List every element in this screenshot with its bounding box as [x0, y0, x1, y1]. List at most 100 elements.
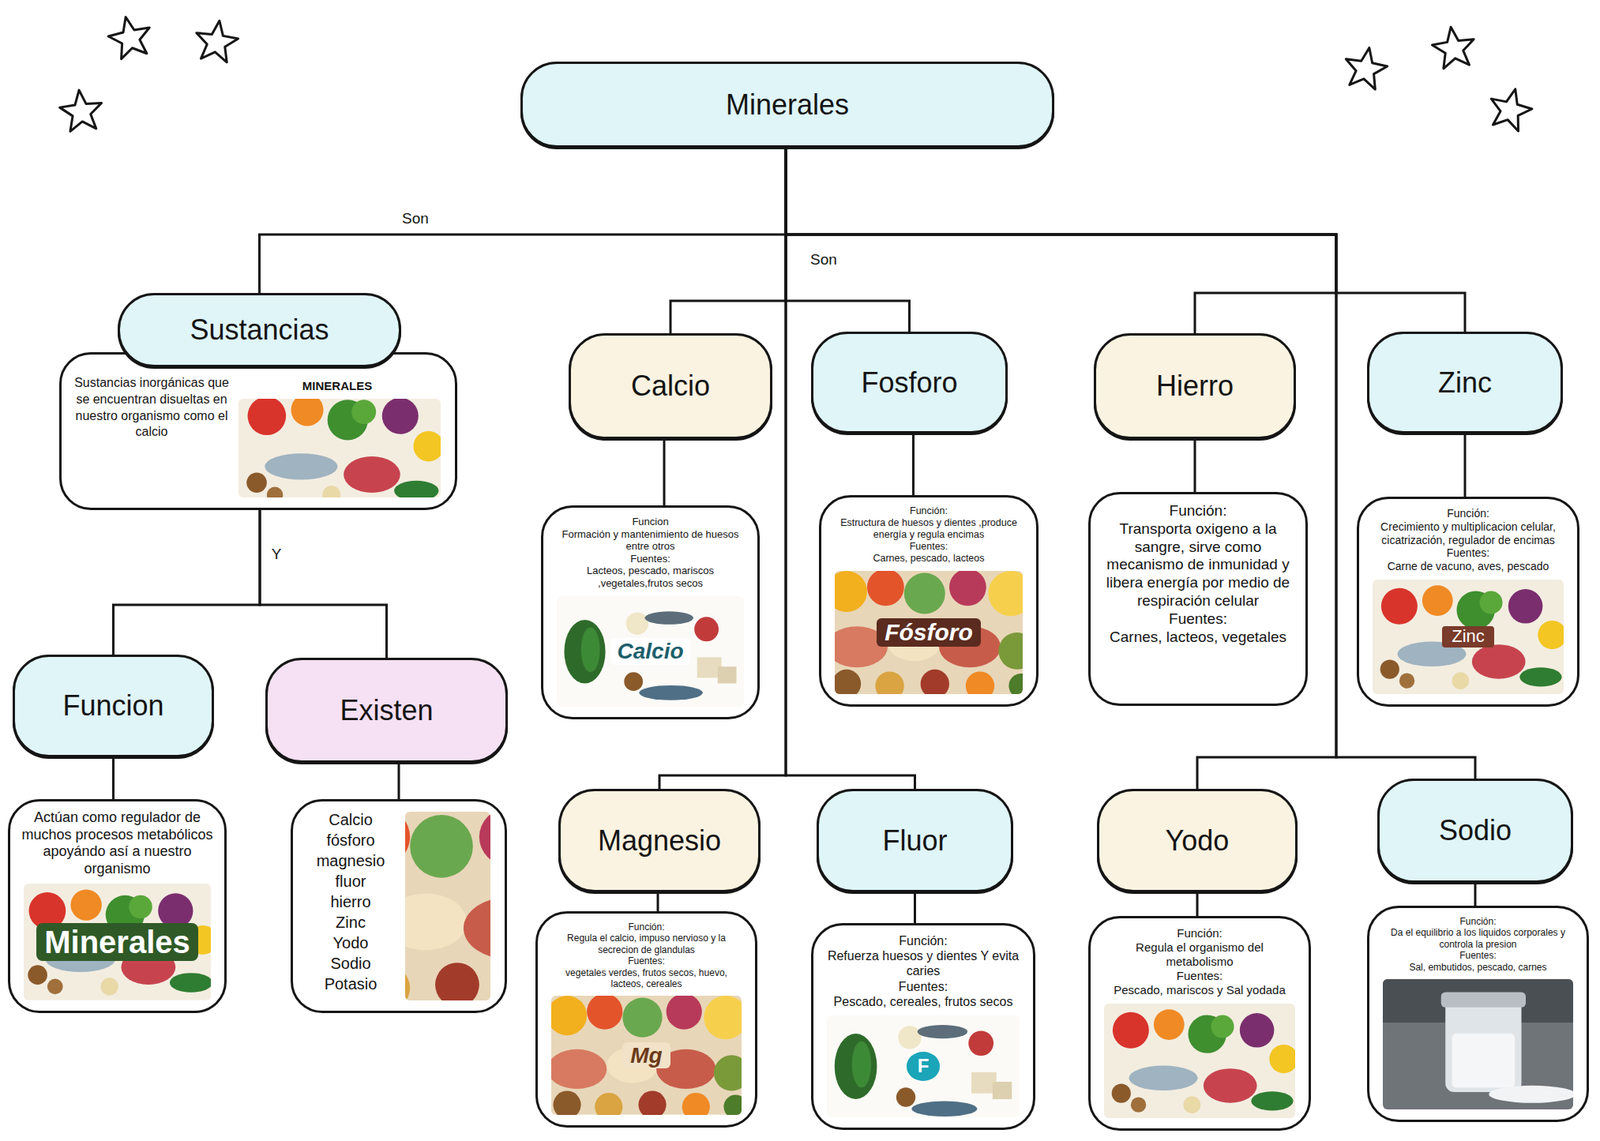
body-text: Sustancias inorgánicas que se encuentran… — [72, 375, 231, 441]
body-text: Función: — [909, 505, 948, 518]
info-box: Función:Regula el organismo del metaboli… — [1088, 916, 1311, 1131]
connector — [1474, 882, 1477, 908]
info-box: Función:Da el equilibrio a los liquidos … — [1367, 905, 1589, 1123]
image-caption: Zinc — [1442, 626, 1495, 647]
body-text: Estructura de huesos y dientes ,produce … — [832, 517, 1026, 541]
info-box: FuncionFormación y mantenimiento de hues… — [540, 505, 760, 720]
body-text: Fuentes: — [1168, 610, 1228, 629]
node-title: Hierro — [1156, 370, 1234, 402]
title-pill: Funcion — [12, 654, 215, 758]
connector — [1464, 432, 1467, 499]
info-box: Función:Crecimiento y multiplicacion cel… — [1356, 496, 1580, 707]
connector — [785, 146, 1337, 791]
title-pill: Fosforo — [811, 331, 1008, 434]
image-caption: Mg — [622, 1042, 670, 1070]
title-pill: Zinc — [1367, 331, 1563, 434]
star — [58, 87, 105, 132]
connector — [1196, 891, 1199, 918]
info-box: Función:Refuerza huesos y dientes Y evit… — [811, 923, 1036, 1131]
image-caption: F — [906, 1051, 941, 1082]
body-text: Fuentes: — [630, 552, 671, 566]
node-title: Fosforo — [860, 367, 958, 399]
image-caption: Calcio — [610, 638, 690, 665]
connector — [785, 146, 1337, 335]
connector — [785, 146, 1476, 781]
connector — [398, 762, 401, 801]
body-text: Pescado, cereales, frutos secos — [833, 994, 1014, 1010]
connector — [259, 146, 787, 295]
node-title: Calcio — [630, 370, 710, 402]
connector — [663, 438, 666, 508]
connector — [113, 509, 261, 657]
info-box: Función:Regula el calcio, impuso nervios… — [535, 911, 758, 1128]
body-text: Función: — [627, 921, 665, 933]
body-text: Fuentes: — [898, 979, 948, 995]
body-text: Función: — [1169, 502, 1228, 521]
node-title: Zinc — [1438, 367, 1492, 399]
connector-label: Son — [398, 210, 432, 229]
connector — [785, 146, 910, 334]
connector-label: Y — [268, 545, 286, 564]
connector — [785, 146, 1465, 334]
info-box: Función:Estructura de huesos y dientes ,… — [818, 495, 1039, 707]
body-text: Fuentes: — [1459, 950, 1497, 962]
star — [1341, 44, 1390, 91]
title-pill: Sustancias — [117, 292, 402, 368]
info-box: Calcio fósforo magnesio fluor hierro Zin… — [290, 799, 508, 1014]
title-pill: Existen — [265, 657, 508, 763]
body-text: Funcion — [631, 515, 669, 529]
body-text: Fuentes: — [909, 540, 949, 553]
info-box: Actúan como regulador de muchos procesos… — [7, 799, 227, 1014]
body-text: Crecimiento y multiplicacion celular, ci… — [1370, 520, 1567, 548]
body-text: Formación y mantenimiento de huesos entr… — [554, 528, 747, 553]
title-pill: Yodo — [1096, 788, 1298, 893]
info-box: Sustancias inorgánicas que se encuentran… — [59, 352, 458, 511]
image-caption: Fósforo — [876, 618, 981, 647]
node-title: Yodo — [1165, 825, 1230, 857]
food-illustration — [1104, 1003, 1296, 1119]
body-text: Fuentes: — [1446, 546, 1490, 560]
body-text: Función: — [1176, 926, 1223, 941]
node-title: Funcion — [62, 690, 164, 722]
node-title: Minerales — [725, 89, 849, 121]
node-title: Sodio — [1438, 815, 1512, 847]
connector — [112, 756, 115, 801]
body-text: Fuentes: — [1176, 969, 1223, 984]
image-caption: Minerales — [36, 923, 199, 962]
star — [1485, 83, 1537, 133]
body-text: Pescado, mariscos y Sal yodada — [1113, 983, 1286, 998]
connector — [912, 432, 915, 497]
node-title: Sustancias — [189, 314, 329, 346]
text-column: Calcio fósforo magnesio fluor hierro Zin… — [304, 809, 398, 1002]
title-pill: Sodio — [1377, 778, 1574, 883]
title-pill: Calcio — [568, 333, 773, 440]
title-pill: Hierro — [1093, 333, 1296, 440]
body-text: Carne de vacuno, aves, pescado — [1387, 559, 1550, 574]
star — [1430, 24, 1478, 71]
body-text: Refuerza huesos y dientes Y evita caries — [824, 948, 1022, 979]
body-text: Regula el calcio, impuso nervioso y la s… — [548, 932, 744, 956]
body-text: Transporta oxigeno a la sangre, sirve co… — [1101, 520, 1295, 611]
title-pill: Magnesio — [558, 788, 761, 893]
food-illustration — [238, 398, 441, 499]
body-text: Actúan como regulador de muchos procesos… — [21, 809, 214, 878]
title-pill: Minerales — [520, 61, 1055, 148]
body-text: Función: — [1446, 507, 1490, 521]
star — [105, 12, 155, 61]
body-text: Calcio fósforo magnesio fluor hierro Zin… — [316, 809, 386, 995]
food-illustration — [405, 811, 491, 1001]
info-box: Función:Transporta oxigeno a la sangre, … — [1088, 492, 1308, 707]
node-title: Magnesio — [597, 825, 722, 857]
body-text: Regula el organismo del metabolismo — [1101, 940, 1298, 970]
salt-illustration — [1382, 979, 1574, 1110]
text-column: Sustancias inorgánicas que se encuentran… — [72, 375, 231, 499]
connector — [657, 891, 660, 913]
body-text: Función: — [1459, 916, 1496, 928]
body-text: Sal, embutidos, pescado, carnes — [1408, 961, 1547, 973]
body-text: Carnes, pescado, lacteos — [872, 552, 985, 565]
node-title: Fluor — [882, 825, 947, 857]
body-text: Da el equilibrio a los liquidos corporal… — [1380, 927, 1576, 951]
